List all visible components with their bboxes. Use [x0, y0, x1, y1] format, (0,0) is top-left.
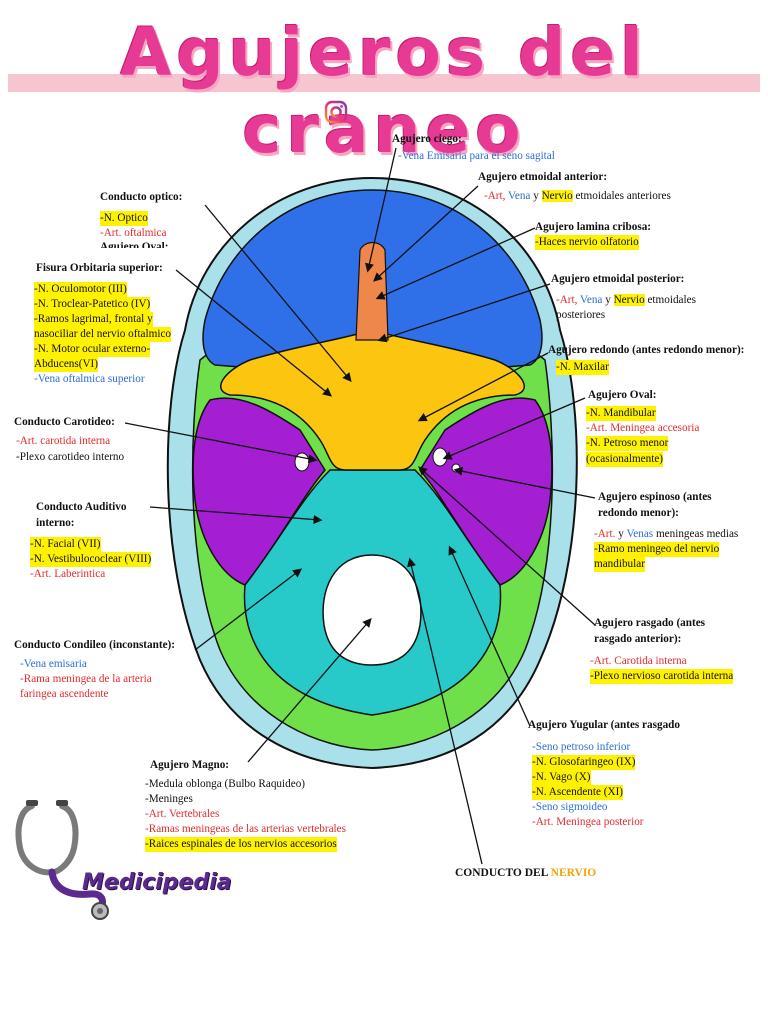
label-fisura-l3: -Ramos lagrimal, frontal y: [34, 312, 153, 327]
label-condileo-l1: -Vena emisaria: [20, 658, 87, 670]
label-optico-l2: -Art. oftalmica: [100, 227, 167, 239]
label-yugular-l2: -N. Glosofaringeo (IX): [532, 755, 636, 770]
label-magno-l3: -Art. Vertebrales: [145, 808, 220, 820]
label-optico-head: Conducto optico:: [100, 191, 183, 203]
label-fisura-l2: -N. Troclear-Patetico (IV): [34, 297, 151, 312]
pointer-ciego: [365, 147, 397, 273]
label-lamina-l1: -Haces nervio olfatorio: [535, 235, 639, 250]
pointer-optico: [204, 204, 352, 383]
label-magno-head: Agujero Magno:: [150, 759, 230, 771]
label-etm-post-head: Agujero etmoidal posterior:: [551, 273, 685, 285]
label-espinoso-l2: -Ramo meningeo del nervio: [594, 542, 720, 557]
label-yugular-l4: -N. Ascendente (XI): [532, 785, 624, 800]
label-carotideo-l1: -Art. carotida interna: [16, 435, 111, 447]
sphenoid-bone: [220, 329, 525, 471]
label-redondo-l1: -N. Maxilar: [556, 360, 609, 375]
label-oval-l3: -N. Petroso menor: [586, 436, 669, 451]
label-fisura-l1: -N. Oculomotor (III): [34, 282, 127, 297]
label-magno-l1: -Medula oblonga (Bulbo Raquideo): [145, 778, 306, 790]
title-underline: [8, 74, 760, 92]
label-auditivo-l3: -Art. Laberintica: [30, 568, 106, 580]
label-condileo-head: Conducto Condileo (inconstante):: [14, 639, 175, 651]
label-oval-head: Agujero Oval:: [588, 389, 657, 401]
pointer-conducto-nervio: [407, 557, 483, 865]
label-yugular-l5: -Seno sigmoideo: [532, 801, 608, 813]
label-yugular-l1: -Seno petroso inferior: [532, 741, 631, 753]
pointer-fisura: [175, 269, 333, 397]
label-fisura-l6: Abducens(VI): [34, 357, 98, 372]
instagram-icon[interactable]: [324, 100, 348, 124]
label-magno-l2: -Meninges: [145, 793, 193, 805]
pointer-redondo: [417, 352, 549, 422]
label-auditivo-l2: -N. Vestibulococlear (VIII): [30, 552, 152, 567]
pointer-condileo: [194, 568, 303, 651]
label-carotideo-head: Conducto Carotideo:: [14, 416, 115, 428]
foramen-magnum: [322, 554, 422, 666]
pointer-etm-ant: [373, 185, 479, 282]
label-ciego-l1: -Vena Emisaria para el seno sagital: [398, 150, 555, 162]
pointer-yugular: [448, 545, 531, 727]
pointer-magno: [247, 618, 372, 763]
label-yugular-head: Agujero Yugular (antes rasgado: [528, 719, 680, 731]
label-magno-l5: -Raices espinales de los nervios accesor…: [145, 837, 337, 852]
foramen-ovale-left: [294, 452, 310, 472]
stethoscope-icon: [15, 800, 109, 920]
label-conducto-nervio: CONDUCTO DEL NERVIO: [455, 867, 597, 879]
pointer-carotideo: [124, 422, 318, 464]
label-fisura-l4: nasociliar del nervio oftalmico: [34, 327, 171, 342]
label-etm-ant-l1: -Art, Vena y Nervio etmoidales anteriore…: [484, 190, 671, 202]
label-oval-l2: -Art. Meningea accesoria: [586, 422, 700, 434]
label-auditivo-l1: -N. Facial (VII): [30, 537, 101, 552]
label-optico-l1: -N. Optico: [100, 211, 148, 226]
label-etm-ant-head: Agujero etmoidal anterior:: [478, 171, 608, 183]
label-carotideo-l2: -Plexo carotideo interno: [16, 451, 125, 463]
label-yugular-l3: -N. Vago (X): [532, 770, 591, 785]
label-yugular-l6: -Art. Meningea posterior: [532, 816, 644, 828]
label-lamina-head: Agujero lamina cribosa:: [535, 221, 652, 233]
label-auditivo-head1: Conducto Auditivo: [36, 501, 127, 513]
label-magno-l4: -Ramas meningeas de las arterias vertebr…: [145, 823, 346, 835]
pointer-etm-post: [377, 283, 551, 343]
label-oval-l4: (ocasionalmente): [586, 452, 664, 467]
label-optico-l3: Agujero Oval:: [100, 241, 169, 248]
pointer-rasgado: [418, 466, 596, 626]
foramen-ovale-right: [432, 447, 448, 467]
pointer-espinoso: [453, 466, 596, 499]
label-etm-post-l2: posteriores: [556, 309, 606, 321]
label-rasgado-head2: rasgado anterior):: [594, 633, 682, 645]
label-etm-post-l1: -Art, Vena y Nervio etmoidales: [556, 294, 696, 306]
label-auditivo-head2: interno:: [36, 517, 75, 529]
label-oval-l1: -N. Mandibular: [586, 406, 656, 421]
label-espinoso-head1: Agujero espinoso (antes: [598, 491, 712, 503]
label-espinoso-l3: mandibular: [594, 557, 645, 572]
pointer-lamina: [375, 227, 536, 300]
label-fisura-head: Fisura Orbitaria superior:: [36, 262, 163, 274]
pointer-oval: [442, 397, 586, 460]
pointer-auditivo: [149, 506, 323, 525]
label-condileo-l3: faringea ascendente: [20, 688, 109, 700]
page-title: Agujeros del craneo: [120, 14, 648, 168]
crista-galli: [355, 241, 389, 341]
label-fisura-l7: -Vena oftalmica superior: [34, 373, 145, 385]
label-rasgado-l1: -Art. Carotida interna: [590, 655, 687, 667]
label-redondo-head: Agujero redondo (antes redondo menor):: [548, 344, 745, 356]
label-espinoso-l1: -Art. y Venas meningeas medias: [594, 528, 739, 540]
label-fisura-l5: -N. Motor ocular externo-: [34, 342, 151, 357]
label-rasgado-l2: -Plexo nervioso carotida interna: [590, 669, 734, 684]
label-ciego-head: Agujero ciego:: [392, 133, 462, 145]
label-condileo-l2: -Rama meningea de la arteria: [20, 673, 152, 685]
logo-text: Medicipedia: [82, 870, 232, 895]
label-rasgado-head1: Agujero rasgado (antes: [594, 617, 706, 629]
label-espinoso-head2: redondo menor):: [598, 507, 679, 519]
